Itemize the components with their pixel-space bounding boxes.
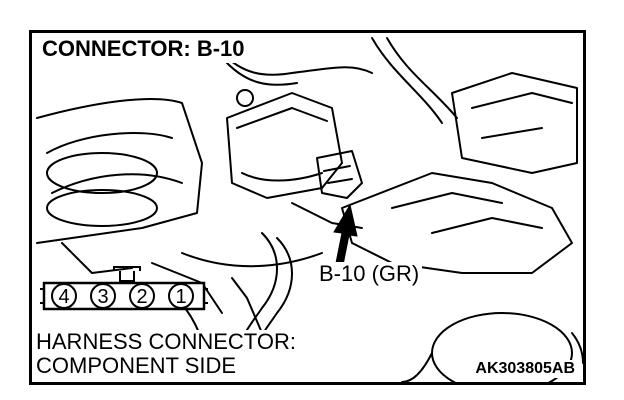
pin-1-circle bbox=[168, 283, 194, 309]
engine-bay-illustration: 4 3 2 1 bbox=[36, 37, 583, 382]
pin-3-circle bbox=[90, 283, 116, 309]
pin-2-circle bbox=[129, 283, 155, 309]
figure-id: AK303805AB bbox=[473, 360, 577, 378]
harness-caption-line-2: COMPONENT SIDE bbox=[36, 353, 237, 378]
pin-2-label: 2 bbox=[136, 286, 147, 308]
connector-callout-label: B-10 (GR) bbox=[316, 262, 423, 286]
pin-4-circle bbox=[51, 283, 77, 309]
diagram-title: CONNECTOR: B-10 bbox=[38, 36, 251, 63]
harness-connector-caption: HARNESS CONNECTOR: COMPONENT SIDE bbox=[34, 330, 300, 378]
diagram-frame: 4 3 2 1 CONNECTOR: B-10 B-10 (GR) HARNES… bbox=[29, 30, 586, 385]
harness-caption-line-1: HARNESS CONNECTOR: bbox=[36, 329, 296, 354]
pin-4-label: 4 bbox=[58, 286, 69, 308]
pin-1-label: 1 bbox=[175, 286, 186, 308]
harness-connector-symbol: 4 3 2 1 bbox=[40, 266, 208, 311]
pin-3-label: 3 bbox=[97, 286, 108, 308]
